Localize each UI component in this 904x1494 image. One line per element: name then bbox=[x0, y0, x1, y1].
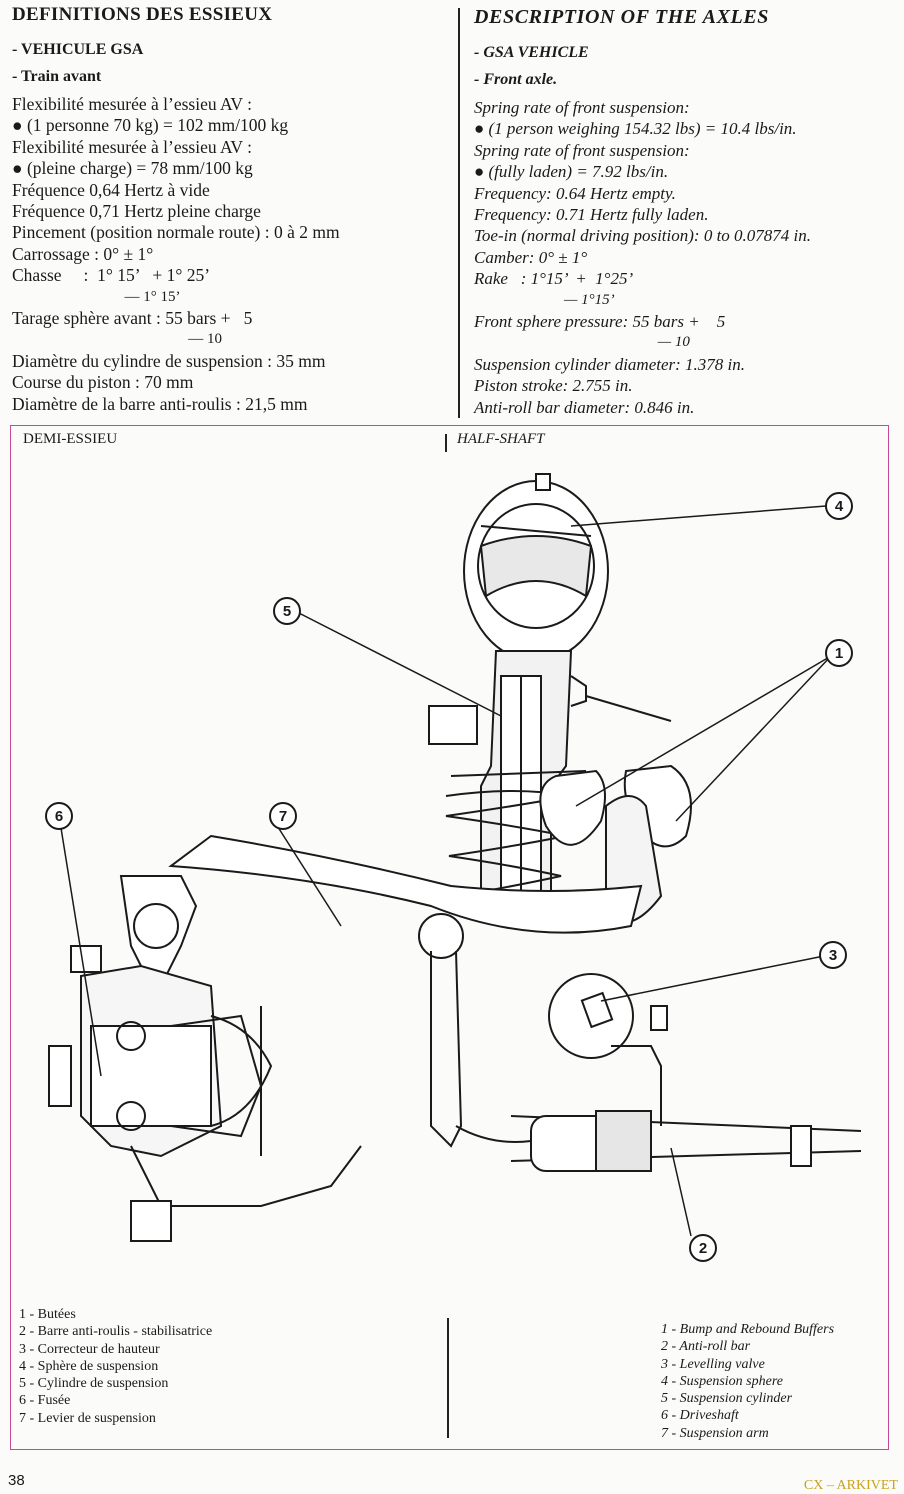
suspension-diagram: 1 2 3 4 5 6 7 bbox=[45, 473, 862, 1262]
spec-line: Course du piston : 70 mm bbox=[12, 372, 194, 393]
french-vehicle: - VEHICULE GSA bbox=[12, 41, 144, 58]
spec-line: Diamètre du cylindre de suspension : 35 … bbox=[12, 350, 326, 371]
diagram-label-fr: DEMI-ESSIEU bbox=[23, 431, 118, 447]
callout-6-label: 6 bbox=[55, 808, 63, 825]
spec-line: Flexibilité mesurée à l’essieu AV : bbox=[12, 136, 252, 157]
callout-2-label: 2 bbox=[699, 1240, 707, 1257]
legend-item: 7 - Suspension arm bbox=[661, 1425, 769, 1441]
callout-3: 3 bbox=[819, 941, 847, 969]
english-vehicle: - GSA VEHICLE bbox=[474, 44, 589, 61]
english-column: DESCRIPTION OF THE AXLES - GSA VEHICLE -… bbox=[474, 0, 899, 418]
legend-divider bbox=[447, 1318, 449, 1438]
spec-line: — 10 bbox=[12, 331, 222, 348]
legend-item: 2 - Anti-roll bar bbox=[661, 1339, 751, 1355]
spec-line: Tarage sphère avant : 55 bars + 5 bbox=[12, 308, 253, 329]
french-column: DEFINITIONS DES ESSIEUX - VEHICULE GSA -… bbox=[12, 0, 452, 415]
spec-line: Spring rate of front suspension: bbox=[474, 98, 690, 117]
spec-line: Toe-in (normal driving position): 0 to 0… bbox=[474, 226, 812, 246]
bump-buffers-drawing bbox=[539, 764, 692, 924]
callout-6: 6 bbox=[45, 802, 73, 830]
legend-item: 1 - Butées bbox=[19, 1307, 76, 1322]
spec-line: Frequency: 0.64 Hertz empty. bbox=[474, 183, 676, 203]
legend-item: 4 - Suspension sphere bbox=[661, 1373, 783, 1389]
hub-driveshaft-drawing bbox=[48, 875, 362, 1242]
spec-line: ● (pleine charge) = 78 mm/100 kg bbox=[12, 158, 253, 179]
spec-line: Spring rate of front suspension: bbox=[474, 140, 690, 160]
anti-roll-bar-drawing bbox=[510, 1110, 862, 1172]
legend-item: 4 - Sphère de suspension bbox=[19, 1358, 159, 1374]
callout-3-label: 3 bbox=[829, 947, 837, 964]
callout-5-label: 5 bbox=[283, 603, 291, 620]
callout-1-label: 1 bbox=[835, 645, 843, 662]
suspension-arm-drawing bbox=[168, 834, 643, 1148]
english-title: DESCRIPTION OF THE AXLES bbox=[474, 6, 770, 28]
spec-line: Suspension cylinder diameter: 1.378 in. bbox=[474, 354, 746, 374]
diagram-frame: DEMI-ESSIEU HALF-SHAFT bbox=[10, 425, 889, 1450]
legend-item: 5 - Cylindre de suspension bbox=[19, 1376, 169, 1392]
spec-line: ● (1 personne 70 kg) = 102 mm/100 kg bbox=[12, 115, 289, 136]
spec-line: Pincement (position normale route) : 0 à… bbox=[12, 222, 340, 243]
legend-item: 5 - Suspension cylinder bbox=[661, 1391, 793, 1407]
spec-line: Front sphere pressure: 55 bars + 5 bbox=[474, 312, 726, 332]
legend-item: 7 - Levier de suspension bbox=[19, 1410, 156, 1426]
callout-5: 5 bbox=[273, 597, 301, 625]
spec-line: ● (fully laden) = 7.92 lbs/in. bbox=[474, 162, 669, 182]
spec-line: Chasse : 1° 15’ + 1° 25’ bbox=[12, 265, 211, 286]
leader-lines bbox=[60, 505, 832, 1237]
spec-line: — 1° 15’ bbox=[12, 288, 181, 305]
page-number: 38 bbox=[8, 1472, 25, 1489]
french-title: DEFINITIONS DES ESSIEUX bbox=[12, 4, 273, 25]
legend-item: 3 - Correcteur de hauteur bbox=[19, 1341, 160, 1357]
callout-7-label: 7 bbox=[279, 808, 287, 825]
spec-line: ● (1 person weighing 154.32 lbs) = 10.4 … bbox=[474, 119, 797, 139]
levelling-valve-drawing bbox=[548, 973, 668, 1126]
english-specs: Spring rate of front suspension: ● (1 pe… bbox=[474, 97, 899, 418]
legend-item: 3 - Levelling valve bbox=[661, 1356, 765, 1372]
spec-line: Piston stroke: 2.755 in. bbox=[474, 376, 633, 396]
spec-line: — 10 bbox=[474, 334, 690, 351]
callout-4: 4 bbox=[825, 492, 853, 520]
french-specs: Flexibilité mesurée à l’essieu AV : ● (1… bbox=[12, 94, 452, 415]
callout-1: 1 bbox=[825, 639, 853, 667]
spec-line: Fréquence 0,71 Hertz pleine charge bbox=[12, 201, 261, 222]
callout-7: 7 bbox=[269, 802, 297, 830]
spec-line: Flexibilité mesurée à l’essieu AV : bbox=[12, 94, 252, 114]
legend-item: 6 - Driveshaft bbox=[661, 1408, 739, 1424]
spec-line: Carrossage : 0° ± 1° bbox=[12, 243, 154, 264]
english-axle: - Front axle. bbox=[474, 71, 558, 88]
legend-item: 6 - Fusée bbox=[19, 1393, 71, 1409]
legend-item: 1 - Bump and Rebound Buffers bbox=[661, 1322, 835, 1337]
spec-line: Frequency: 0.71 Hertz fully laden. bbox=[474, 205, 709, 225]
spec-line: Diamètre de la barre anti-roulis : 21,5 … bbox=[12, 393, 308, 414]
spec-line: Camber: 0° ± 1° bbox=[474, 247, 588, 267]
spec-line: Anti-roll bar diameter: 0.846 in. bbox=[474, 397, 695, 417]
diagram-label-en: HALF-SHAFT bbox=[445, 431, 545, 452]
spec-line: Fréquence 0,64 Hertz à vide bbox=[12, 179, 210, 200]
spec-line: — 1°15’ bbox=[474, 291, 615, 308]
legend-english: 1 - Bump and Rebound Buffers 2 - Anti-ro… bbox=[661, 1321, 834, 1442]
callout-2: 2 bbox=[689, 1234, 717, 1262]
legend-french: 1 - Butées 2 - Barre anti-roulis - stabi… bbox=[19, 1306, 212, 1427]
callout-4-label: 4 bbox=[835, 498, 844, 515]
column-divider bbox=[458, 8, 460, 418]
french-axle: - Train avant bbox=[12, 68, 102, 85]
legend-item: 2 - Barre anti-roulis - stabilisatrice bbox=[19, 1324, 213, 1340]
brand-mark: CX – ARKIVET bbox=[803, 1478, 898, 1493]
suspension-sphere-drawing bbox=[463, 473, 609, 662]
spec-line: Rake : 1°15’ + 1°25’ bbox=[474, 269, 634, 289]
